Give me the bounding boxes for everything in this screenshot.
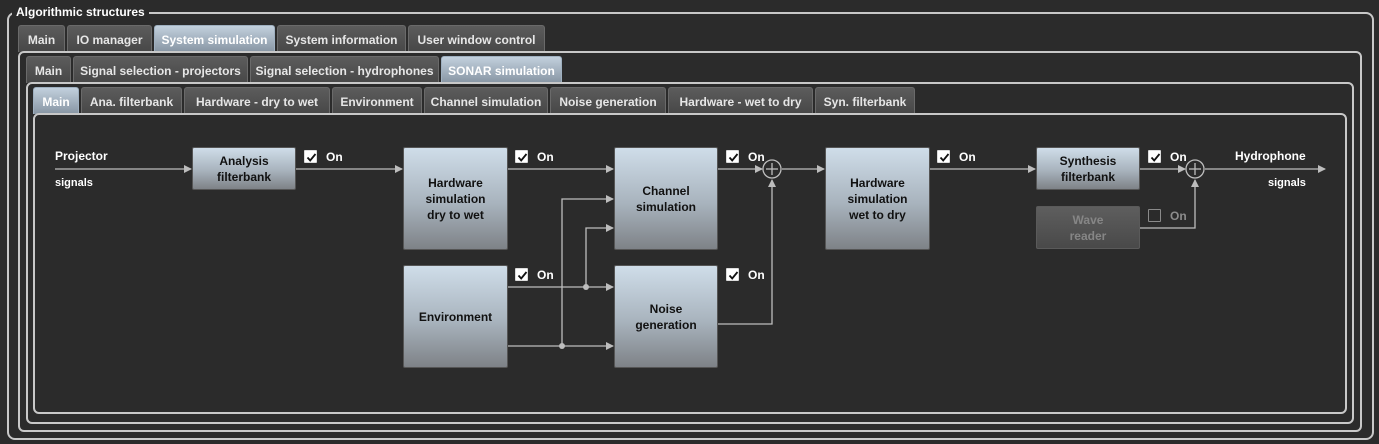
environment-toggle-label: On [537,268,554,282]
noise-toggle-checkbox[interactable] [726,268,739,281]
tab-noise-generation[interactable]: Noise generation [550,87,666,114]
analysis-toggle-checkbox[interactable] [304,150,317,163]
tab-main-level2[interactable]: Main [26,56,71,83]
tab-system-simulation[interactable]: System simulation [154,25,275,52]
group-title: Algorithmic structures [12,5,149,19]
hydrophone-signals-label: signals [1268,177,1306,189]
synthesis-toggle-label: On [1170,150,1187,164]
check-icon [1150,153,1161,162]
environment-block[interactable]: Environment [403,265,508,368]
check-icon [728,153,739,162]
tab-main-level3[interactable]: Main [33,87,79,114]
synthesis-filterbank-block[interactable]: Synthesis filterbank [1036,147,1140,190]
channel-toggle-checkbox[interactable] [726,150,739,163]
hydrophone-label: Hydrophone [1235,149,1306,163]
tab-main[interactable]: Main [18,25,65,52]
main-diagram-panel [33,113,1347,414]
channel-simulation-block[interactable]: Channel simulation [614,147,718,250]
tab-ana-filterbank[interactable]: Ana. filterbank [81,87,182,114]
check-icon [517,153,528,162]
channel-toggle-label: On [748,150,765,164]
wave-reader-toggle-label: On [1170,209,1187,223]
tab-signal-selection-projectors[interactable]: Signal selection - projectors [73,56,248,83]
wet-to-dry-toggle-label: On [959,150,976,164]
tab-channel-simulation[interactable]: Channel simulation [424,87,548,114]
dry-to-wet-toggle-checkbox[interactable] [515,150,528,163]
tab-user-window-control[interactable]: User window control [408,25,545,52]
check-icon [306,153,317,162]
analysis-toggle-label: On [326,150,343,164]
wave-reader-toggle-checkbox [1148,209,1161,222]
check-icon [939,153,950,162]
dry-to-wet-toggle-label: On [537,150,554,164]
system-simulation-panel [18,51,1362,432]
projector-label: Projector [55,149,108,163]
sonar-simulation-panel [26,82,1354,424]
tab-system-information[interactable]: System information [277,25,406,52]
noise-toggle-label: On [748,268,765,282]
check-icon [728,271,739,280]
tab-sonar-simulation[interactable]: SONAR simulation [441,56,562,83]
noise-generation-block[interactable]: Noise generation [614,265,718,368]
tab-syn-filterbank[interactable]: Syn. filterbank [815,87,915,114]
wet-to-dry-toggle-checkbox[interactable] [937,150,950,163]
hardware-dry-to-wet-block[interactable]: Hardware simulation dry to wet [403,147,508,250]
tab-environment[interactable]: Environment [332,87,422,114]
tab-signal-selection-hydrophones[interactable]: Signal selection - hydrophones [250,56,439,83]
algorithmic-structures-group [7,12,1374,440]
tab-hardware-dry-to-wet[interactable]: Hardware - dry to wet [184,87,330,114]
synthesis-toggle-checkbox[interactable] [1148,150,1161,163]
tab-io-manager[interactable]: IO manager [67,25,152,52]
environment-toggle-checkbox[interactable] [515,268,528,281]
wave-reader-block: Wave reader [1036,206,1140,249]
analysis-filterbank-block[interactable]: Analysis filterbank [192,147,296,190]
projector-signals-label: signals [55,177,93,189]
check-icon [517,271,528,280]
tab-hardware-wet-to-dry[interactable]: Hardware - wet to dry [668,87,813,114]
hardware-wet-to-dry-block[interactable]: Hardware simulation wet to dry [825,147,930,250]
